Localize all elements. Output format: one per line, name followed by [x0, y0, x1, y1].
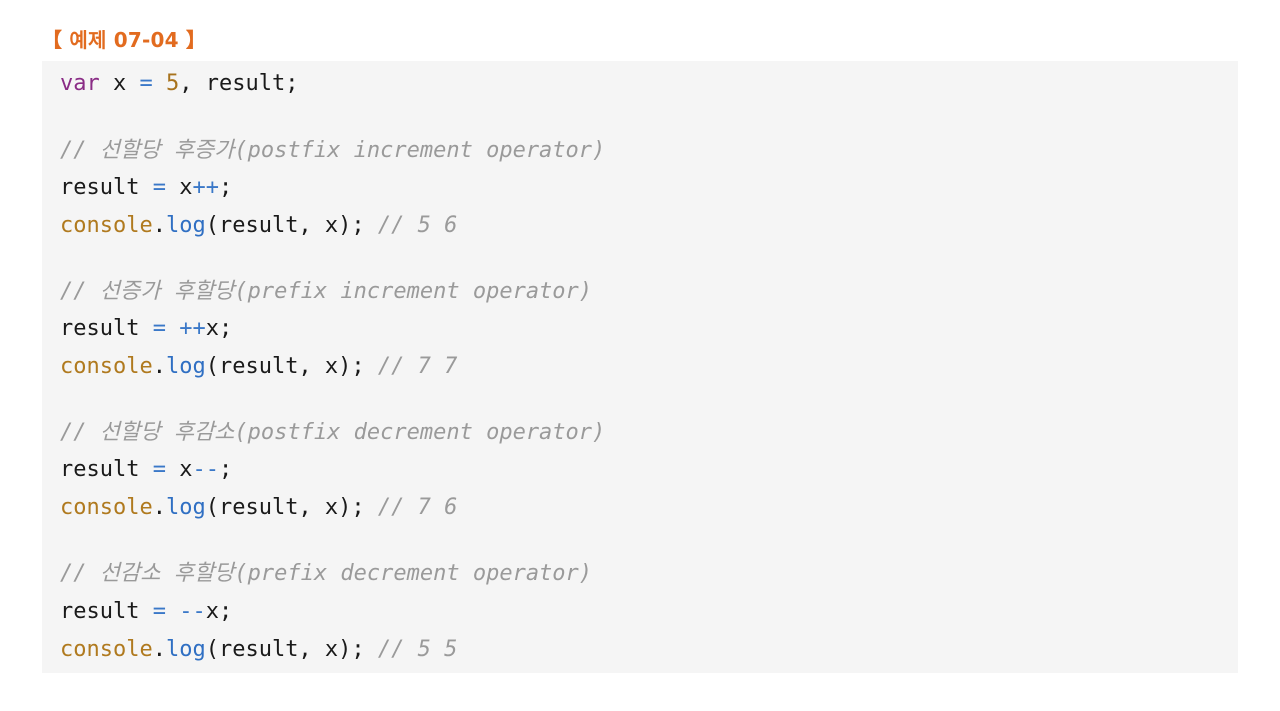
operator: = [152, 457, 166, 482]
code-text: . [152, 354, 166, 379]
operator: = [152, 599, 166, 624]
code-line: var x = 5, result; [60, 69, 298, 99]
code-line: result = --x; [60, 597, 232, 627]
code-text: result [60, 316, 153, 341]
code-text: x; [205, 599, 233, 624]
code-text: (result, x); [205, 495, 378, 520]
function-name: log [165, 213, 206, 238]
inline-comment: // 7 6 [377, 495, 458, 520]
operator: = [139, 71, 153, 96]
code-line: console.log(result, x); // 5 5 [60, 635, 457, 665]
operator: = [152, 316, 166, 341]
code-line: result = x++; [60, 173, 232, 203]
operator: ++ [192, 175, 219, 200]
code-text: ; [218, 175, 233, 200]
code-comment: // 선할당 후증가(postfix increment operator) [60, 138, 606, 163]
object-name: console [60, 637, 153, 662]
code-text: result [60, 457, 153, 482]
code-text: , result; [179, 71, 299, 96]
number-literal: 5 [166, 71, 180, 96]
code-text [166, 316, 179, 341]
inline-comment: // 5 5 [377, 637, 458, 662]
code-text [153, 71, 166, 96]
operator: ++ [179, 316, 206, 341]
code-text [166, 599, 179, 624]
code-text: result [60, 175, 153, 200]
code-text: . [152, 213, 166, 238]
object-name: console [60, 495, 153, 520]
object-name: console [60, 213, 153, 238]
code-comment: // 선감소 후할당(prefix decrement operator) [60, 561, 593, 586]
code-line: console.log(result, x); // 7 7 [60, 352, 457, 382]
operator: = [152, 175, 166, 200]
inline-comment: // 5 6 [377, 213, 458, 238]
operator: -- [179, 599, 206, 624]
code-text: . [152, 495, 166, 520]
code-comment: // 선증가 후할당(prefix increment operator) [60, 279, 593, 304]
code-text: x [165, 175, 193, 200]
code-text: result [60, 599, 153, 624]
object-name: console [60, 354, 153, 379]
function-name: log [165, 495, 206, 520]
code-comment: // 선할당 후감소(postfix decrement operator) [60, 420, 606, 445]
code-text: ; [218, 457, 233, 482]
code-line: result = ++x; [60, 314, 232, 344]
function-name: log [165, 637, 206, 662]
code-text: (result, x); [205, 637, 378, 662]
code-text: x [165, 457, 193, 482]
code-text: x; [205, 316, 233, 341]
code-line: result = x--; [60, 455, 232, 485]
example-title: 【 예제 07-04 】 [42, 28, 207, 52]
code-line: console.log(result, x); // 5 6 [60, 211, 457, 241]
code-block: var x = 5, result; // 선할당 후증가(postfix in… [42, 61, 1238, 673]
code-line: console.log(result, x); // 7 6 [60, 493, 457, 523]
operator: -- [192, 457, 219, 482]
code-text: x [99, 71, 140, 96]
code-text: (result, x); [205, 354, 378, 379]
code-text: . [152, 637, 166, 662]
keyword: var [60, 71, 100, 96]
function-name: log [165, 354, 206, 379]
inline-comment: // 7 7 [377, 354, 458, 379]
code-text: (result, x); [205, 213, 378, 238]
